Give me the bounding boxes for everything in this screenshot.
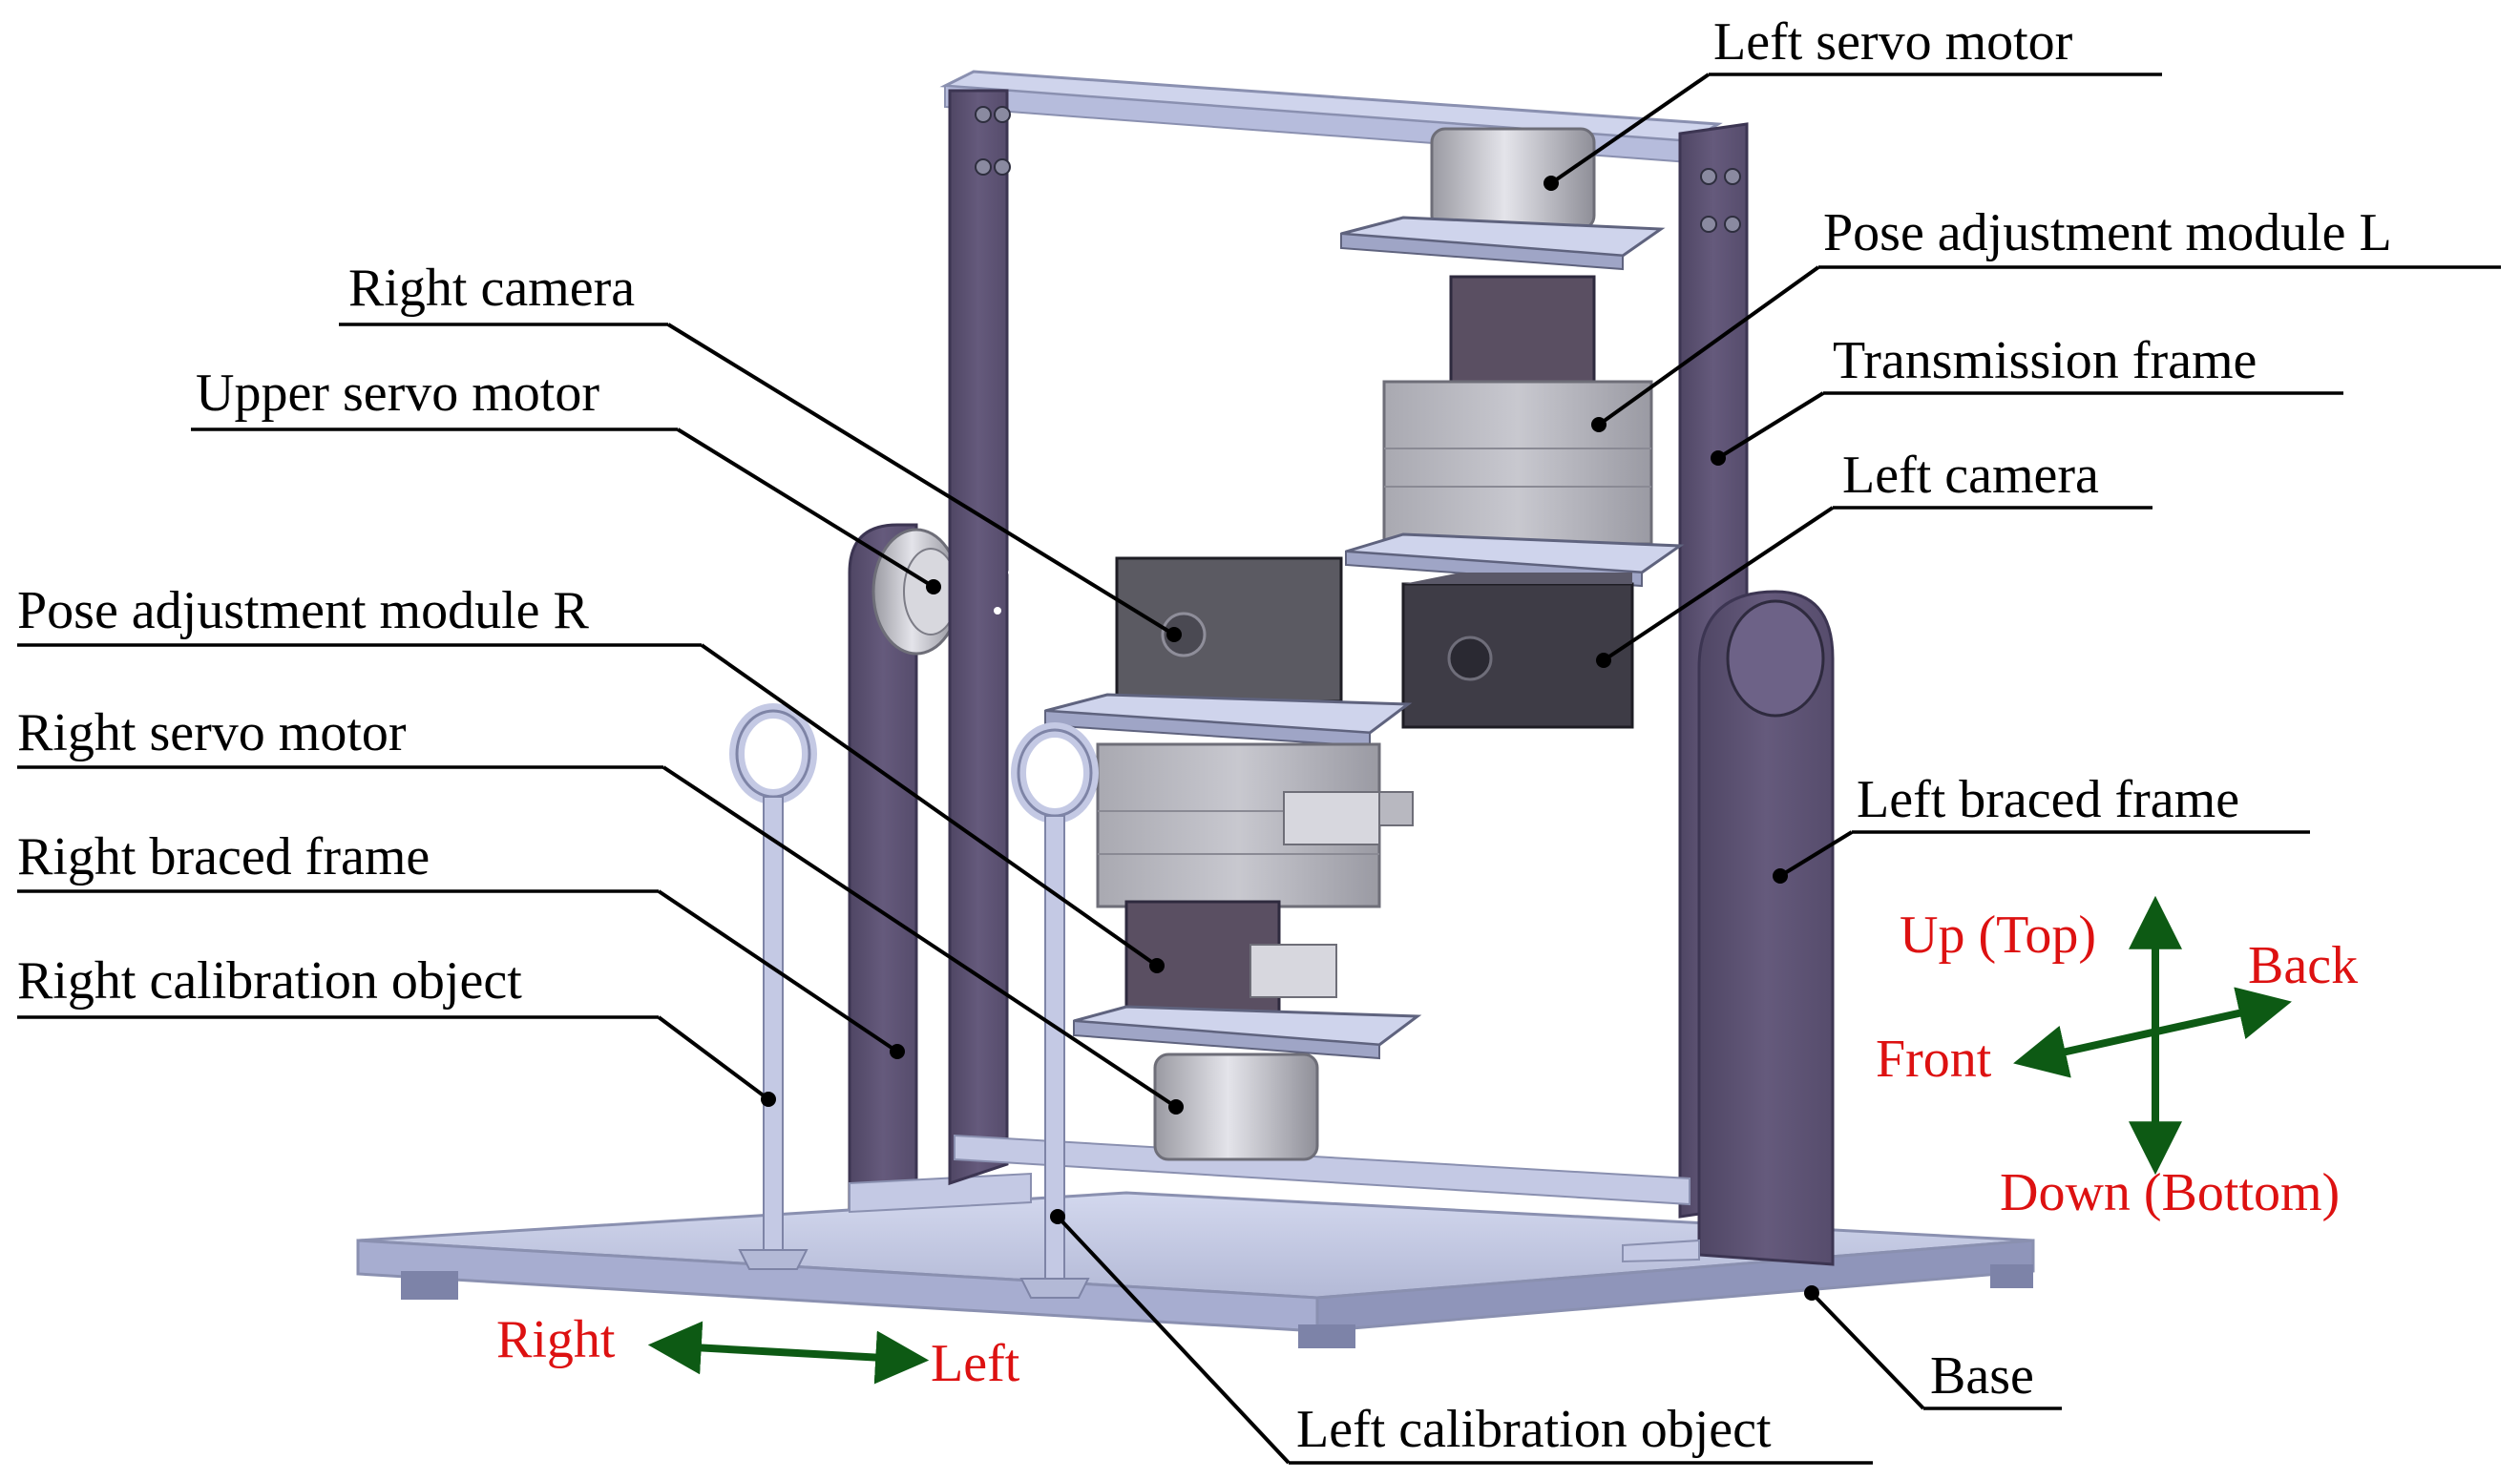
left-braced-frame [1622,590,1835,1266]
label-right: Right [496,1310,616,1369]
right-left-arrow [647,1321,930,1385]
label-right-servo-motor: Right servo motor [17,703,407,762]
callouts: Left servo motor Pose adjustment module … [17,12,2501,1465]
orientation-legend: Up (Top) Down (Bottom) Back Front Right … [496,895,2358,1393]
mechanism-illustration [356,70,2035,1348]
right-servo-motor-shape [1153,1053,1319,1161]
pose-adjustment-module-r-shape [1044,693,1422,1060]
callout-upper-servo-motor: Upper servo motor [191,364,941,594]
callout-left-camera: Left camera [1596,446,2152,668]
callout-right-braced-frame: Right braced frame [17,827,905,1059]
pose-adjustment-module-l-shape [1345,275,1685,588]
callout-right-servo-motor: Right servo motor [17,703,1184,1115]
label-left-braced-frame: Left braced frame [1857,770,2239,829]
callout-right-calibration-object: Right calibration object [17,951,776,1107]
callout-base: Base [1804,1285,2062,1410]
label-base: Base [1930,1346,2034,1406]
front-back-arrow [2013,987,2292,1078]
callout-transmission-frame: Transmission frame [1711,331,2343,466]
label-pose-adjustment-module-l: Pose adjustment module L [1823,203,2392,262]
label-left-camera: Left camera [1842,446,2099,505]
label-down: Down (Bottom) [2000,1163,2340,1222]
label-left: Left [931,1334,1020,1393]
label-left-servo-motor: Left servo motor [1713,12,2073,72]
label-back: Back [2248,936,2358,995]
label-front: Front [1876,1030,1992,1089]
callout-right-camera: Right camera [339,259,1182,642]
label-pose-adjustment-module-r: Pose adjustment module R [17,581,590,640]
label-left-calibration-object: Left calibration object [1296,1400,1772,1459]
right-camera-shape [1115,556,1343,703]
callout-pose-adjustment-module-l: Pose adjustment module L [1591,203,2501,432]
callout-pose-adjustment-module-r: Pose adjustment module R [17,581,1165,973]
right-calibration-object-shape [729,703,817,1270]
label-right-braced-frame: Right braced frame [17,827,430,886]
label-right-camera: Right camera [348,259,635,318]
left-servo-motor-shape [1340,127,1666,271]
callout-left-servo-motor: Left servo motor [1544,12,2162,191]
label-transmission-frame: Transmission frame [1833,331,2257,390]
label-up: Up (Top) [1900,906,2096,965]
callout-left-braced-frame: Left braced frame [1773,770,2310,884]
left-camera-shape [1401,573,1634,729]
label-upper-servo-motor: Upper servo motor [196,364,599,423]
left-calibration-object-shape [1011,722,1099,1299]
callout-left-calibration-object: Left calibration object [1050,1209,1873,1465]
label-right-calibration-object: Right calibration object [17,951,522,1011]
